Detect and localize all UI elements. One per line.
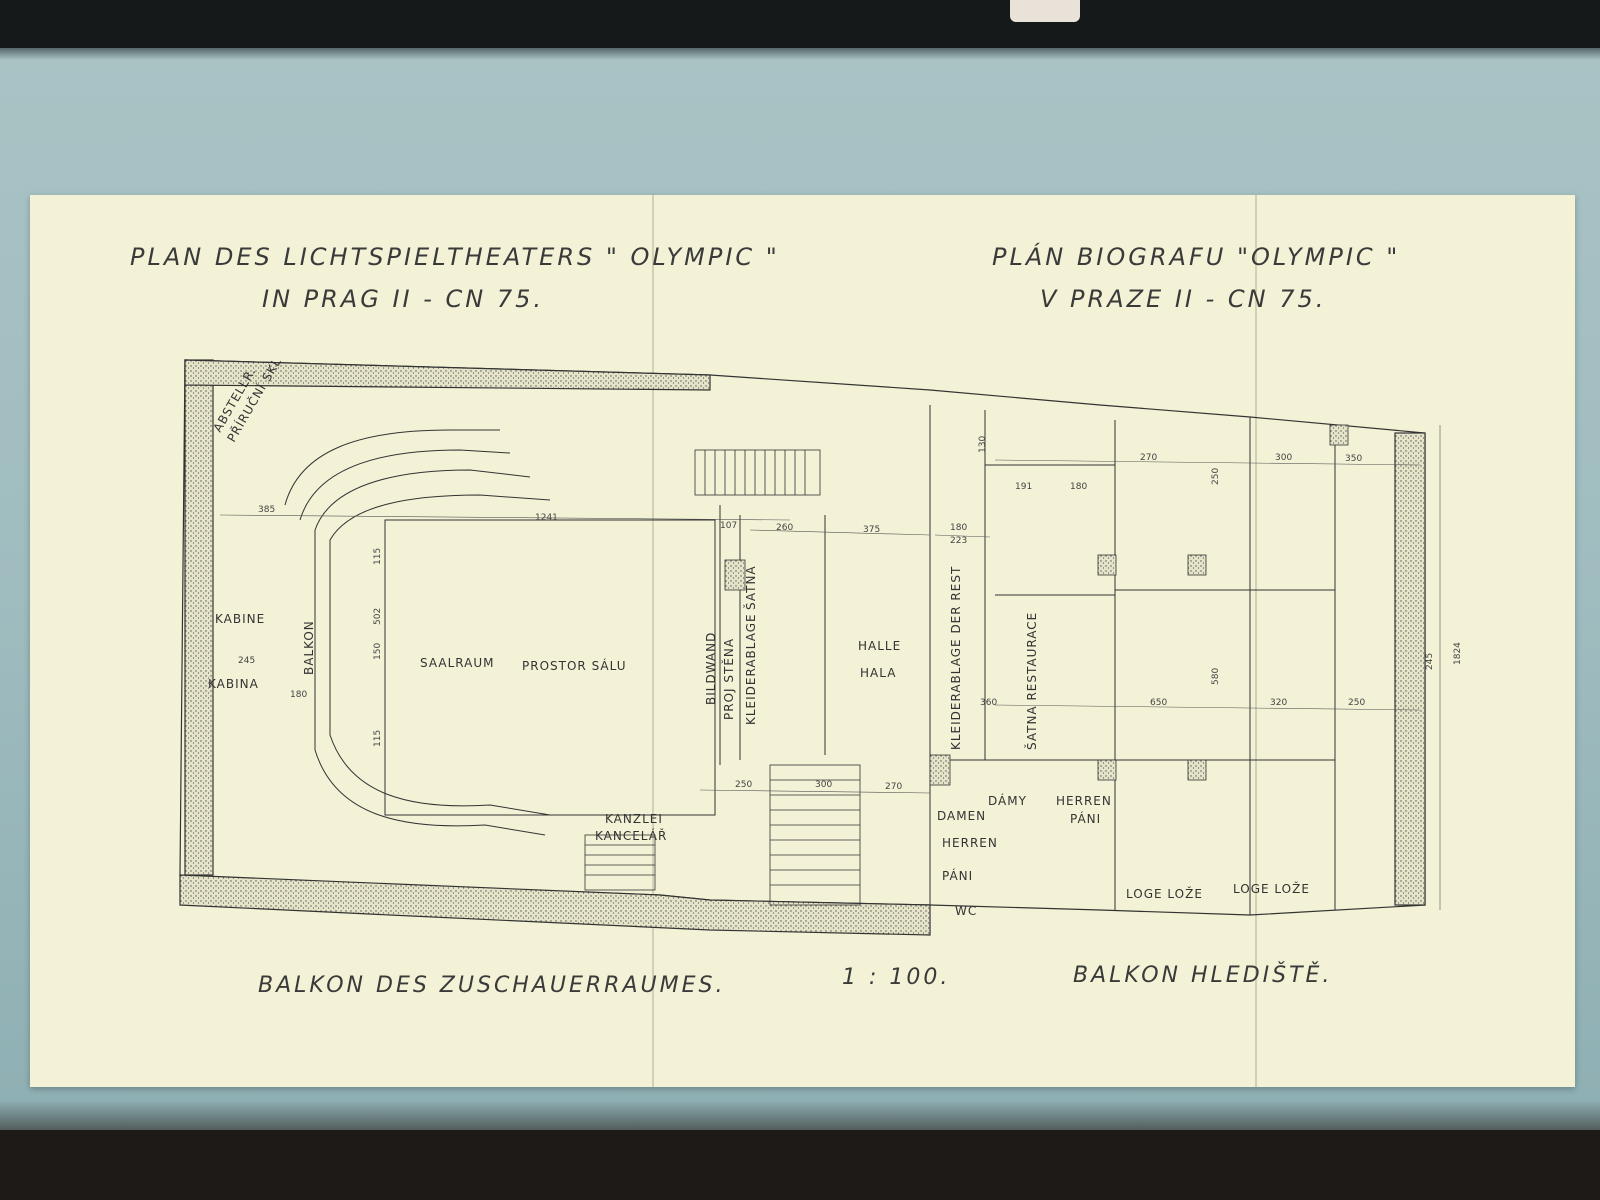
fold-line [1255,195,1257,1087]
room-kanzlei: KANZLEI [605,812,663,826]
dim-label: 180 [290,690,307,700]
dim-label: 300 [815,780,832,790]
stairs [584,449,861,906]
plan-sheet: PLAN DES LICHTSPIELTHEATERS " OLYMPIC " … [30,195,1575,1087]
folder-cover [0,0,1600,48]
room-kabine: KABINE [215,612,265,626]
dim-label: 270 [1140,453,1157,463]
folder-edge [1010,0,1080,22]
title-cz-line1: PLÁN BIOGRAFU "OLYMPIC " [992,243,1401,271]
dim-label: 115 [373,548,383,565]
room-wc: WC [955,904,977,918]
dim-label: 350 [1345,454,1362,464]
dim-label: 191 [1015,482,1032,492]
dim-label: 375 [863,525,880,535]
room-prostena: PROJ STĚNA [721,638,736,720]
title-de-line2: IN PRAG II - CN 75. [262,285,545,313]
dimension-lines [219,425,1441,910]
room-halle: HALLE [858,639,901,653]
dim-label: 1241 [535,513,558,523]
room-loge-2: LOGE LOŽE [1233,881,1310,896]
room-prostor: PROSTOR SÁLU [522,658,626,673]
dim-label: 320 [1270,698,1287,708]
dim-label: 180 [950,523,967,533]
footer-cz: BALKON HLEDIŠTĚ. [1073,963,1333,988]
title-de-line1: PLAN DES LICHTSPIELTHEATERS " OLYMPIC " [130,243,780,271]
dim-label: 250 [1348,698,1365,708]
title-cz-line2: V PRAZE II - CN 75. [1040,285,1327,313]
room-kabina: KABINA [208,677,259,691]
room-hala: HALA [860,666,896,680]
hall-outline [384,519,716,816]
room-damen: DAMEN [937,809,986,823]
room-damy: DÁMY [988,793,1027,808]
room-kancelar: KANCELÁŘ [595,828,667,843]
dim-label: 180 [1070,482,1087,492]
dim-label: 245 [238,656,255,666]
desk-surface [0,1130,1600,1200]
dim-label: 115 [373,730,383,747]
dim-label: 150 [373,643,383,660]
column-markers [724,424,1349,786]
room-bildwand: BILDWAND [704,632,718,705]
room-saalraum: SAALRAUM [420,656,494,670]
dim-label: 1824 [1453,642,1463,665]
dim-label: 650 [1150,698,1167,708]
outer-walls [179,359,1426,936]
room-kleiderablage: KLEIDERABLAGE [744,613,758,725]
dim-label: 250 [1211,468,1221,485]
room-kleider-rest: KLEIDERABLAGE DER REST [949,566,963,750]
room-pani-1: PÁNI [942,868,973,883]
dim-label: 260 [776,523,793,533]
dim-label: 360 [980,698,997,708]
dim-label: 580 [1211,668,1221,685]
balcony-seating [284,429,551,836]
internal-walls [719,405,1336,915]
dim-label: 223 [950,536,967,546]
room-pani-2: PÁNI [1070,811,1101,826]
dim-label: 385 [258,505,275,515]
footer-de: BALKON DES ZUSCHAUERRAUMES. [258,973,726,998]
scale-label: 1 : 100. [842,965,951,990]
dim-label: 245 [1425,653,1435,670]
fold-line [652,195,654,1087]
room-satna-restaurace: ŠATNA RESTAURACE [1024,612,1039,750]
dim-label: 250 [735,780,752,790]
room-herren-1: HERREN [942,836,998,850]
dim-label: 300 [1275,453,1292,463]
room-satna: ŠATNA [743,565,758,610]
room-balkon: BALKON [302,620,316,675]
dim-label: 107 [720,521,737,531]
dim-label: 270 [885,782,902,792]
floor-plan: ABSTELLR. PŘÍRUČNÍ SKL KABINE KABINA BAL… [179,355,1463,936]
dim-label: 502 [373,608,383,625]
dim-label: 130 [978,436,988,453]
room-herren-2: HERREN [1056,794,1112,808]
room-loge-1: LOGE LOŽE [1126,886,1203,901]
